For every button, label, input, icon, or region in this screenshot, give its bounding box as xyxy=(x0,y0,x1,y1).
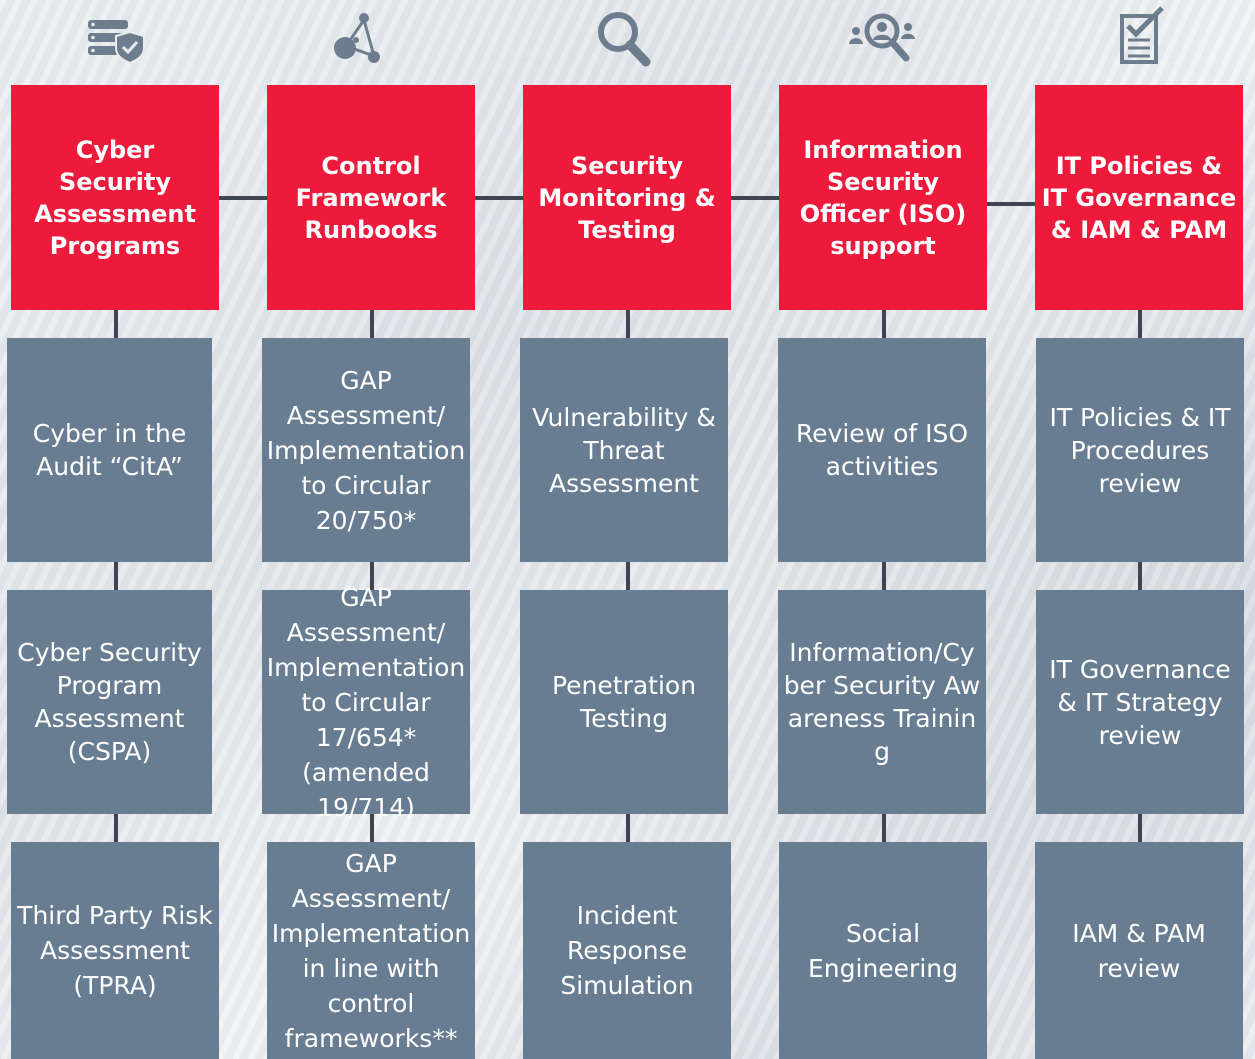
server-shield-icon xyxy=(82,6,152,70)
service-box: Social Engineering xyxy=(779,842,987,1059)
column-header-iso-support: Information Security Officer (ISO) suppo… xyxy=(779,85,987,310)
service-label: Review of ISO activities xyxy=(795,419,969,481)
header-label: Cyber Security Assessment Programs xyxy=(34,135,196,260)
service-label: Third Party Risk Assessment (TPRA) xyxy=(17,901,213,1000)
connector-h-2 xyxy=(475,196,523,200)
service-box: Information/Cyber Security Awareness Tra… xyxy=(778,590,986,814)
service-label: Information/Cyber Security Awareness Tra… xyxy=(783,638,981,766)
magnifier-icon xyxy=(592,6,662,70)
service-box: Vulnerability & Threat Assessment xyxy=(520,338,728,562)
connector-v xyxy=(882,814,886,842)
service-box: IT Governance & IT Strategy review xyxy=(1036,590,1244,814)
people-search-icon xyxy=(846,6,916,70)
header-label: Control Framework Runbooks xyxy=(295,151,447,244)
column-header-security-monitoring: Security Monitoring & Testing xyxy=(523,85,731,310)
connector-v xyxy=(1138,562,1142,590)
service-label: Cyber Security Program Assessment (CSPA) xyxy=(17,638,202,766)
connector-v xyxy=(114,814,118,842)
service-label: Incident Response Simulation xyxy=(560,901,694,1000)
column-header-it-policies: IT Policies & IT Governance & IAM & PAM xyxy=(1035,85,1243,310)
service-label: GAP Assessment/ Implementation in line w… xyxy=(271,848,471,1053)
service-label: Penetration Testing xyxy=(551,671,697,733)
service-box: GAP Assessment/ Implementation to Circul… xyxy=(262,583,470,822)
service-box: IAM & PAM review xyxy=(1035,842,1243,1059)
connector-v xyxy=(626,814,630,842)
service-label: Social Engineering xyxy=(808,918,958,983)
service-box: GAP Assessment/ Implementation in line w… xyxy=(267,842,475,1059)
connector-h-4 xyxy=(987,202,1035,206)
connector-v xyxy=(114,310,118,338)
service-box: Third Party Risk Assessment (TPRA) xyxy=(11,842,219,1059)
connector-v xyxy=(626,562,630,590)
connector-v xyxy=(626,310,630,338)
service-label: IT Policies & IT Procedures review xyxy=(1049,402,1231,498)
service-label: Vulnerability & Threat Assessment xyxy=(532,402,716,498)
header-label: Information Security Officer (ISO) suppo… xyxy=(799,135,967,260)
connector-v xyxy=(1138,310,1142,338)
network-nodes-icon xyxy=(326,6,396,70)
service-box: Incident Response Simulation xyxy=(523,842,731,1059)
header-label: Security Monitoring & Testing xyxy=(538,151,716,244)
column-header-control-framework: Control Framework Runbooks xyxy=(267,85,475,310)
column-header-cyber-security-assessment: Cyber Security Assessment Programs xyxy=(11,85,219,310)
service-box: Penetration Testing xyxy=(520,590,728,814)
service-label: Cyber in the Audit “CitA” xyxy=(32,419,187,481)
connector-v xyxy=(370,562,374,590)
service-label: IAM & PAM review xyxy=(1072,918,1206,983)
service-box: Review of ISO activities xyxy=(778,338,986,562)
connector-h-3 xyxy=(731,196,779,200)
connector-h-1 xyxy=(219,196,267,200)
connector-v xyxy=(1138,814,1142,842)
service-label: GAP Assessment/ Implementation to Circul… xyxy=(266,365,466,535)
service-label: IT Governance & IT Strategy review xyxy=(1049,654,1231,750)
service-label: GAP Assessment/ Implementation to Circul… xyxy=(266,582,466,822)
connector-v xyxy=(114,562,118,590)
checklist-icon xyxy=(1106,6,1176,70)
service-box: IT Policies & IT Procedures review xyxy=(1036,338,1244,562)
connector-v xyxy=(370,310,374,338)
service-box: Cyber Security Program Assessment (CSPA) xyxy=(7,590,212,814)
header-label: IT Policies & IT Governance & IAM & PAM xyxy=(1041,151,1237,244)
connector-v xyxy=(882,310,886,338)
service-box: Cyber in the Audit “CitA” xyxy=(7,338,212,562)
service-box: GAP Assessment/ Implementation to Circul… xyxy=(262,338,470,562)
connector-v xyxy=(370,814,374,842)
connector-v xyxy=(882,562,886,590)
